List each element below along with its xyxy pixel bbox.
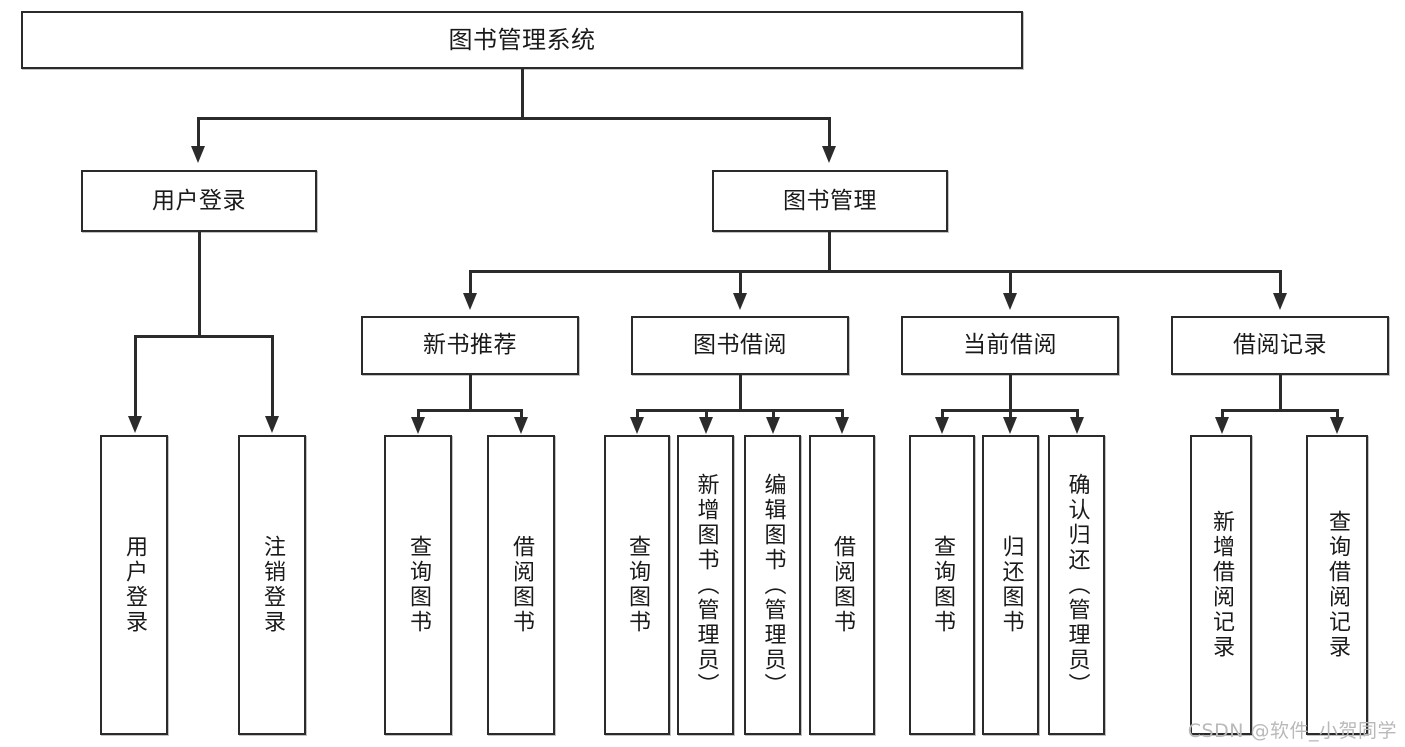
connector-bb-stem xyxy=(739,375,742,410)
node-label: 查询图书 xyxy=(625,535,650,635)
arrowhead-new-book-recommend xyxy=(463,293,477,310)
connector-root-to-book-management xyxy=(828,117,831,149)
connector-br-to-leaf-2 xyxy=(1336,409,1339,420)
node-book-borrow[interactable]: 图书借阅 xyxy=(631,316,849,375)
node-label: 用户登录 xyxy=(152,187,246,214)
connector-cb-to-leaf-2 xyxy=(1009,409,1012,420)
connector-bb-to-leaf-1 xyxy=(636,409,639,420)
arrowhead-bb-leaf-2 xyxy=(699,417,713,434)
node-label: 借阅图书 xyxy=(509,535,534,635)
node-label: 编辑图书（管理员） xyxy=(760,472,786,698)
leaf-bb-edit-book-admin[interactable]: 编辑图书（管理员） xyxy=(744,435,801,735)
node-book-management[interactable]: 图书管理 xyxy=(712,170,948,232)
node-label: 查询图书 xyxy=(930,535,955,635)
node-new-book-recommend[interactable]: 新书推荐 xyxy=(361,316,579,375)
connector-bm-to-book-borrow xyxy=(739,270,742,295)
arrowhead-bb-leaf-3 xyxy=(766,417,780,434)
arrowhead-nbr-leaf-1 xyxy=(411,417,425,434)
connector-user-login-to-leaf-1 xyxy=(134,335,137,418)
arrowhead-cb-leaf-3 xyxy=(1070,417,1084,434)
leaf-br-add-record[interactable]: 新增借阅记录 xyxy=(1190,435,1252,735)
connector-root-to-user-login xyxy=(197,117,200,149)
node-user-login[interactable]: 用户登录 xyxy=(81,170,317,232)
leaf-cb-query-book[interactable]: 查询图书 xyxy=(909,435,975,735)
node-label: 借阅记录 xyxy=(1233,332,1327,359)
leaf-cb-confirm-return-admin[interactable]: 确认归还（管理员） xyxy=(1048,435,1105,735)
connector-user-login-bus xyxy=(135,335,273,338)
node-label: 注销登录 xyxy=(260,535,285,635)
arrowhead-current-borrow xyxy=(1003,293,1017,310)
leaf-logout[interactable]: 注销登录 xyxy=(238,435,306,735)
node-label: 查询借阅记录 xyxy=(1325,510,1350,660)
connector-nbr-to-leaf-1 xyxy=(417,409,420,420)
connector-cb-stem xyxy=(1009,375,1012,410)
connector-cb-to-leaf-3 xyxy=(1076,409,1079,420)
node-label: 查询图书 xyxy=(406,535,431,635)
arrowhead-bb-leaf-4 xyxy=(835,417,849,434)
arrowhead-cb-leaf-1 xyxy=(935,417,949,434)
connector-nbr-stem xyxy=(469,375,472,410)
connector-bm-to-current-borrow xyxy=(1009,270,1012,295)
arrowhead-leaf-logout xyxy=(265,416,279,433)
node-root-book-management-system[interactable]: 图书管理系统 xyxy=(21,11,1023,69)
leaf-bb-borrow-book[interactable]: 借阅图书 xyxy=(809,435,875,735)
node-label: 新增借阅记录 xyxy=(1209,510,1234,660)
node-label: 用户登录 xyxy=(122,535,147,635)
connector-bm-to-new-book xyxy=(469,270,472,295)
node-label: 图书管理系统 xyxy=(448,26,596,54)
arrowhead-user-login xyxy=(191,146,205,163)
arrowhead-book-management xyxy=(822,146,836,163)
node-label: 新书推荐 xyxy=(423,332,517,359)
node-label: 图书借阅 xyxy=(693,332,787,359)
arrowhead-bb-leaf-1 xyxy=(630,417,644,434)
leaf-bb-query-book[interactable]: 查询图书 xyxy=(604,435,670,735)
leaf-nbr-borrow-book[interactable]: 借阅图书 xyxy=(487,435,555,735)
node-label: 确认归还（管理员） xyxy=(1064,472,1090,698)
arrowhead-nbr-leaf-2 xyxy=(514,417,528,434)
connector-bb-to-leaf-2 xyxy=(705,409,708,420)
connector-book-management-stem xyxy=(828,232,831,271)
arrowhead-leaf-user-login xyxy=(128,416,142,433)
watermark-text: CSDN @软件_小贺同学 xyxy=(1187,720,1397,742)
connector-user-login-to-leaf-2 xyxy=(271,335,274,418)
connector-br-stem xyxy=(1279,375,1282,410)
connector-nbr-to-leaf-2 xyxy=(520,409,523,420)
arrowhead-book-borrow xyxy=(733,293,747,310)
connector-br-to-leaf-1 xyxy=(1221,409,1224,420)
connector-bb-to-leaf-3 xyxy=(772,409,775,420)
connector-bm-to-borrow-record xyxy=(1279,270,1282,295)
node-label: 归还图书 xyxy=(998,535,1024,635)
connector-bb-to-leaf-4 xyxy=(841,409,844,420)
node-current-borrow[interactable]: 当前借阅 xyxy=(901,316,1119,375)
node-label: 当前借阅 xyxy=(963,332,1057,359)
connector-root-bus xyxy=(198,117,831,120)
arrowhead-cb-leaf-2 xyxy=(1003,417,1017,434)
leaf-user-login[interactable]: 用户登录 xyxy=(100,435,168,735)
arrowhead-borrow-record xyxy=(1273,293,1287,310)
leaf-bb-add-book-admin[interactable]: 新增图书（管理员） xyxy=(677,435,734,735)
connector-nbr-bus xyxy=(418,409,522,412)
node-label: 借阅图书 xyxy=(830,535,855,635)
node-label: 新增图书（管理员） xyxy=(693,472,719,698)
connector-book-management-bus xyxy=(470,270,1282,273)
node-borrow-record[interactable]: 借阅记录 xyxy=(1171,316,1389,375)
leaf-nbr-query-book[interactable]: 查询图书 xyxy=(384,435,452,735)
arrowhead-br-leaf-1 xyxy=(1215,417,1229,434)
connector-cb-to-leaf-1 xyxy=(941,409,944,420)
arrowhead-br-leaf-2 xyxy=(1330,417,1344,434)
connector-root-stem xyxy=(521,69,524,118)
connector-user-login-stem xyxy=(198,232,201,336)
connector-bb-bus xyxy=(637,409,843,412)
leaf-cb-return-book[interactable]: 归还图书 xyxy=(982,435,1039,735)
leaf-br-query-record[interactable]: 查询借阅记录 xyxy=(1306,435,1368,735)
node-label: 图书管理 xyxy=(783,187,877,214)
connector-br-bus xyxy=(1222,409,1338,412)
